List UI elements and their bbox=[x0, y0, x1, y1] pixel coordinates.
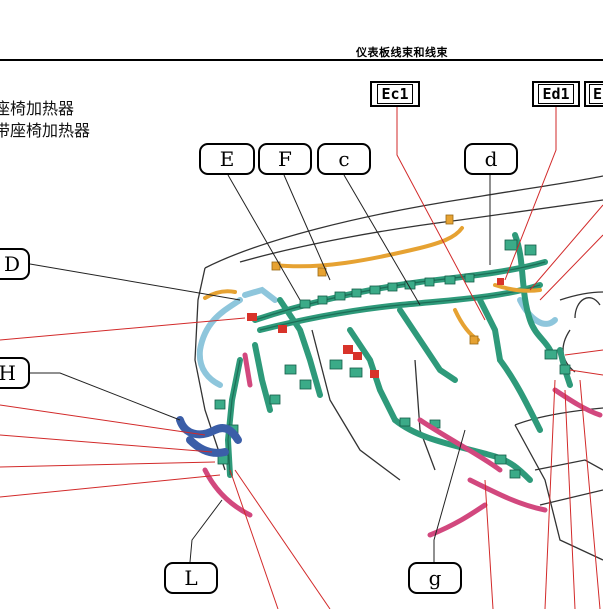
legend-with-seat-heater: 带座椅加热器 bbox=[0, 121, 91, 140]
main-green-harness bbox=[225, 232, 573, 483]
dashboard-outline bbox=[194, 175, 603, 561]
connector-blocks bbox=[214, 239, 571, 479]
callout-H: H bbox=[0, 357, 30, 389]
tag-E-partial-label: E bbox=[589, 84, 603, 104]
tag-Ec1: Ec1 bbox=[370, 81, 420, 107]
callout-d-label: d bbox=[484, 147, 498, 171]
harness-detail-lines bbox=[227, 261, 546, 476]
legend-seat-heater: 座椅加热器 bbox=[0, 99, 75, 118]
red-leaders bbox=[0, 107, 603, 609]
callout-E: E bbox=[199, 143, 255, 175]
callout-F: F bbox=[258, 143, 312, 175]
tag-Ed1-label: Ed1 bbox=[538, 84, 574, 104]
navy-harness bbox=[176, 416, 242, 457]
callout-L: L bbox=[164, 562, 218, 594]
callout-E-label: E bbox=[219, 147, 235, 171]
callout-D-label: D bbox=[3, 252, 20, 276]
callout-D: D bbox=[0, 248, 30, 280]
callout-H-label: H bbox=[0, 361, 16, 385]
pink-harness bbox=[202, 352, 603, 538]
callout-F-label: F bbox=[278, 147, 292, 171]
callout-g-label: g bbox=[428, 566, 442, 590]
header-divider bbox=[0, 59, 603, 61]
callout-L-label: L bbox=[184, 566, 198, 590]
callout-g: g bbox=[408, 562, 462, 594]
callout-d: d bbox=[464, 143, 518, 175]
red-connectors bbox=[247, 278, 504, 378]
tag-E-partial: E bbox=[584, 81, 603, 107]
callout-c: c bbox=[317, 143, 371, 175]
orange-harness bbox=[203, 226, 542, 342]
page-title: 仪表板线束和线束 bbox=[356, 46, 448, 59]
blue-harness bbox=[196, 286, 558, 388]
callout-c-label: c bbox=[338, 147, 350, 171]
black-leaders bbox=[29, 174, 491, 563]
tag-Ed1: Ed1 bbox=[532, 81, 580, 107]
tag-Ec1-label: Ec1 bbox=[377, 84, 413, 104]
